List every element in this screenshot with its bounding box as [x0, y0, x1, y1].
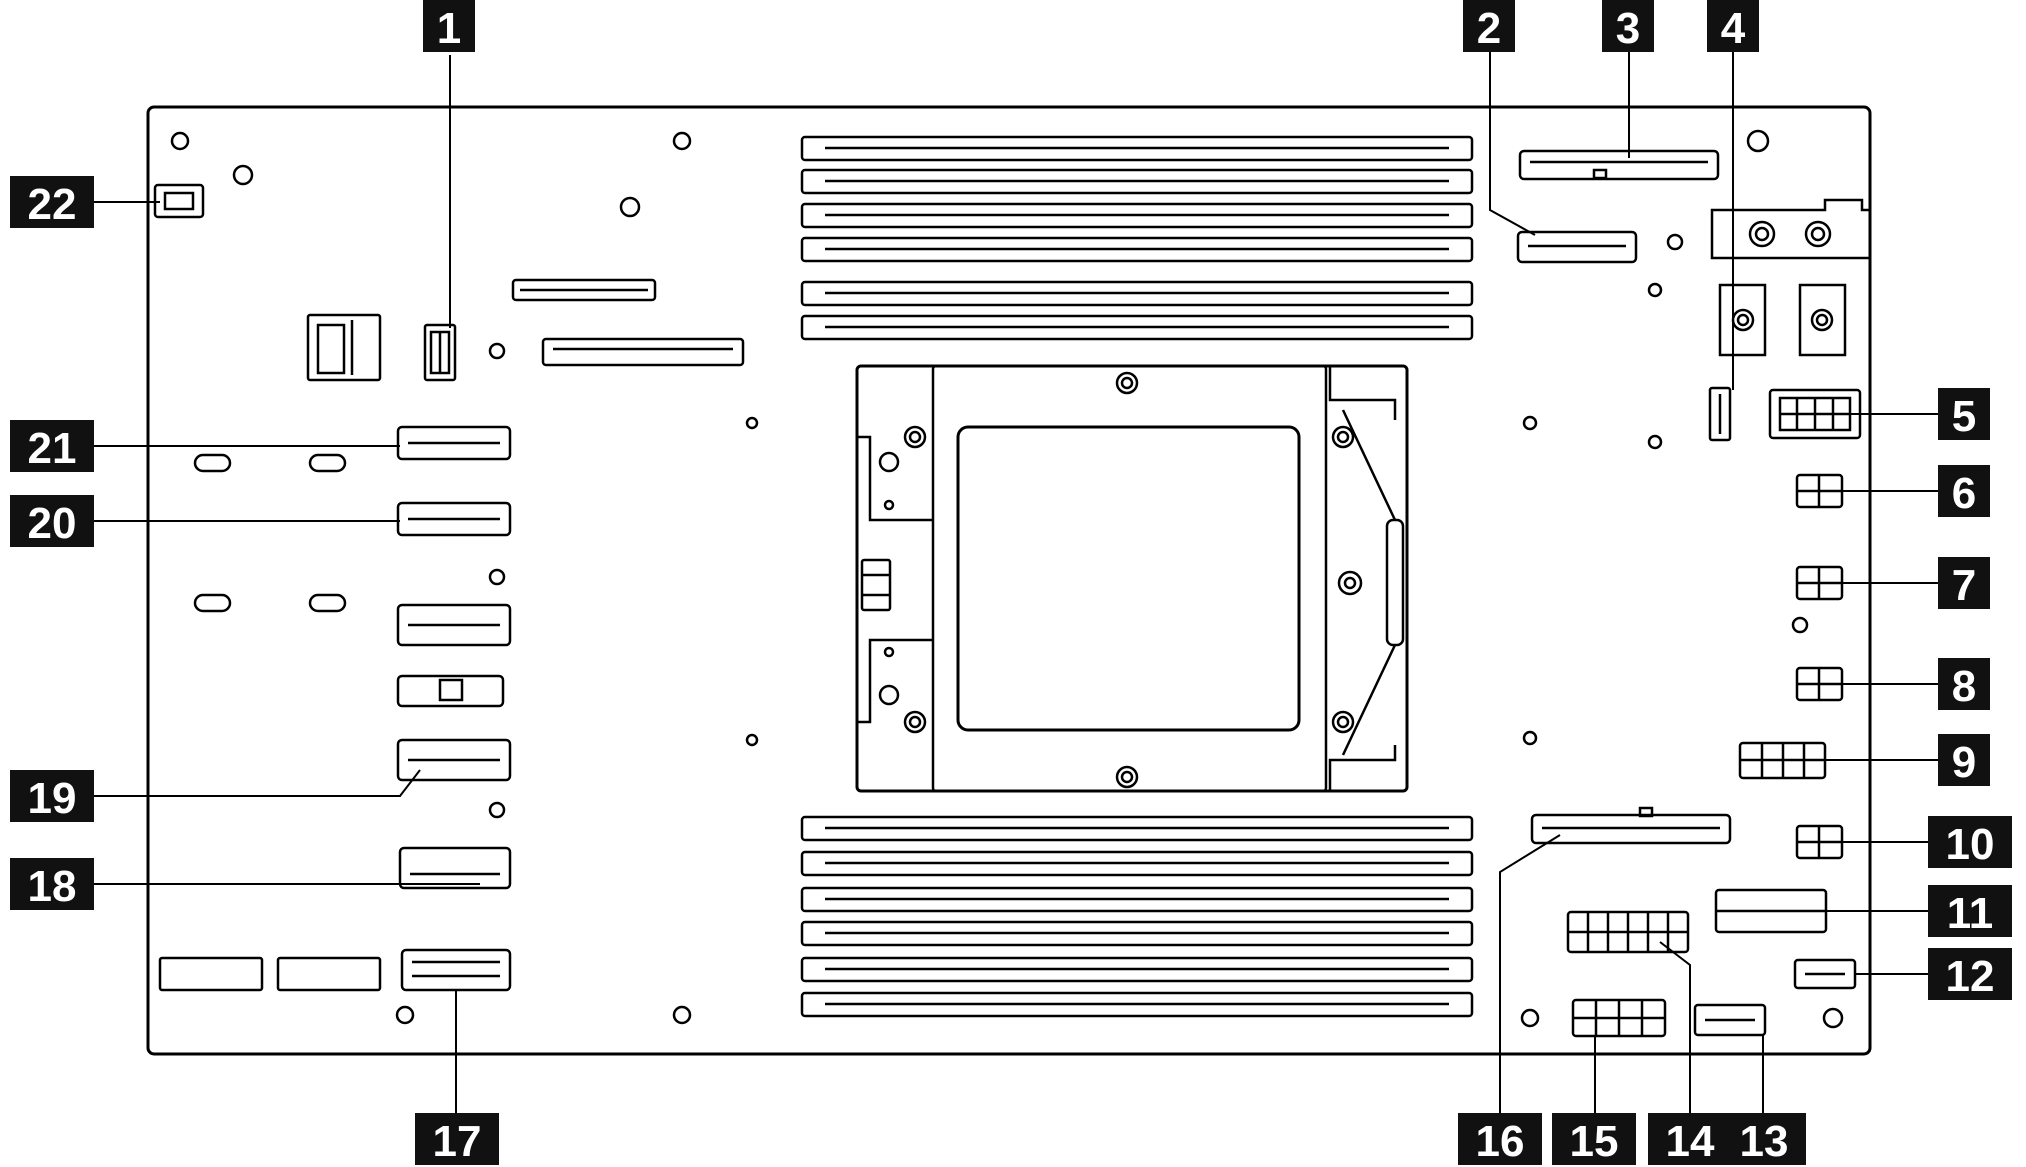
svg-text:3: 3: [1616, 4, 1640, 53]
callout-21: 21: [10, 420, 94, 473]
callout-18: 18: [10, 858, 94, 911]
svg-text:1: 1: [437, 4, 461, 53]
callout-17: 17: [415, 1113, 499, 1166]
processor-socket: [855, 364, 1409, 793]
svg-text:18: 18: [28, 862, 77, 911]
connector-7: [1795, 565, 1844, 601]
connector-3: [1518, 149, 1720, 181]
connector-14: [1566, 910, 1690, 954]
power-terminal-top: [1710, 198, 1872, 357]
callout-16: 16: [1458, 1113, 1542, 1166]
callout-14: 14: [1648, 1113, 1732, 1166]
svg-text:12: 12: [1946, 952, 1995, 1001]
callout-1: 1: [423, 0, 475, 53]
callout-13: 13: [1722, 1113, 1806, 1166]
callout-4: 4: [1707, 0, 1759, 53]
svg-text:4: 4: [1721, 4, 1746, 53]
connector-17: [400, 948, 512, 992]
m2-slot-a: [158, 956, 264, 992]
sd-slot: [306, 313, 382, 382]
svg-text:14: 14: [1666, 1117, 1715, 1166]
svg-text:20: 20: [28, 499, 77, 548]
connector-13: [1693, 1003, 1767, 1037]
callout-9: 9: [1938, 734, 1990, 787]
connector-8: [1795, 666, 1844, 702]
connector-19: [396, 738, 512, 782]
svg-text:16: 16: [1476, 1117, 1525, 1166]
top-connector-wide: [541, 337, 745, 367]
m2-slot-b: [276, 956, 382, 992]
callout-15: 15: [1552, 1113, 1636, 1166]
dimm-slots-upper: [800, 135, 1474, 341]
svg-text:13: 13: [1740, 1117, 1789, 1166]
leader-lines: [90, 52, 1955, 1115]
connector-16: [1530, 806, 1732, 845]
connector-1: [423, 323, 457, 382]
callout-20: 20: [10, 495, 94, 548]
mounting-holes: [170, 129, 1844, 1029]
connector-11: [1714, 888, 1828, 934]
svg-text:15: 15: [1570, 1117, 1619, 1166]
callout-11: 11: [1928, 885, 2012, 938]
svg-text:8: 8: [1952, 662, 1976, 711]
callout-7: 7: [1938, 557, 1990, 610]
connector-12: [1793, 958, 1857, 990]
connector-6: [1795, 473, 1844, 509]
callout-8: 8: [1938, 658, 1990, 711]
top-connector-small: [511, 278, 657, 302]
callout-3: 3: [1602, 0, 1654, 53]
svg-text:2: 2: [1477, 4, 1501, 53]
dimm-slots-lower: [800, 815, 1474, 1018]
connector-20: [396, 501, 512, 537]
callout-12: 12: [1928, 948, 2012, 1001]
svg-text:19: 19: [28, 774, 77, 823]
callout-6: 6: [1938, 465, 1990, 518]
svg-text:11: 11: [1947, 889, 1994, 938]
connector-21: [396, 425, 512, 461]
connector-2: [1516, 230, 1638, 264]
svg-text:10: 10: [1946, 820, 1995, 869]
connector-9: [1738, 741, 1827, 780]
callout-2: 2: [1463, 0, 1515, 53]
svg-text:22: 22: [28, 180, 77, 229]
left-connector-a: [396, 603, 512, 647]
callout-5: 5: [1938, 388, 1990, 441]
svg-text:17: 17: [433, 1117, 482, 1166]
svg-text:6: 6: [1952, 469, 1976, 518]
connector-22: [153, 183, 205, 219]
connector-18: [398, 846, 512, 890]
connector-15: [1571, 998, 1667, 1038]
connector-4: [1708, 386, 1732, 442]
svg-text:21: 21: [28, 424, 77, 473]
left-connector-b: [396, 674, 505, 708]
callout-10: 10: [1928, 816, 2012, 869]
svg-text:9: 9: [1952, 738, 1976, 787]
connector-5: [1768, 388, 1862, 440]
callout-19: 19: [10, 770, 94, 823]
svg-text:5: 5: [1952, 392, 1976, 441]
board-outline: [146, 105, 1872, 1056]
connector-10: [1795, 824, 1844, 860]
callout-22: 22: [10, 176, 94, 229]
svg-text:7: 7: [1952, 561, 1976, 610]
